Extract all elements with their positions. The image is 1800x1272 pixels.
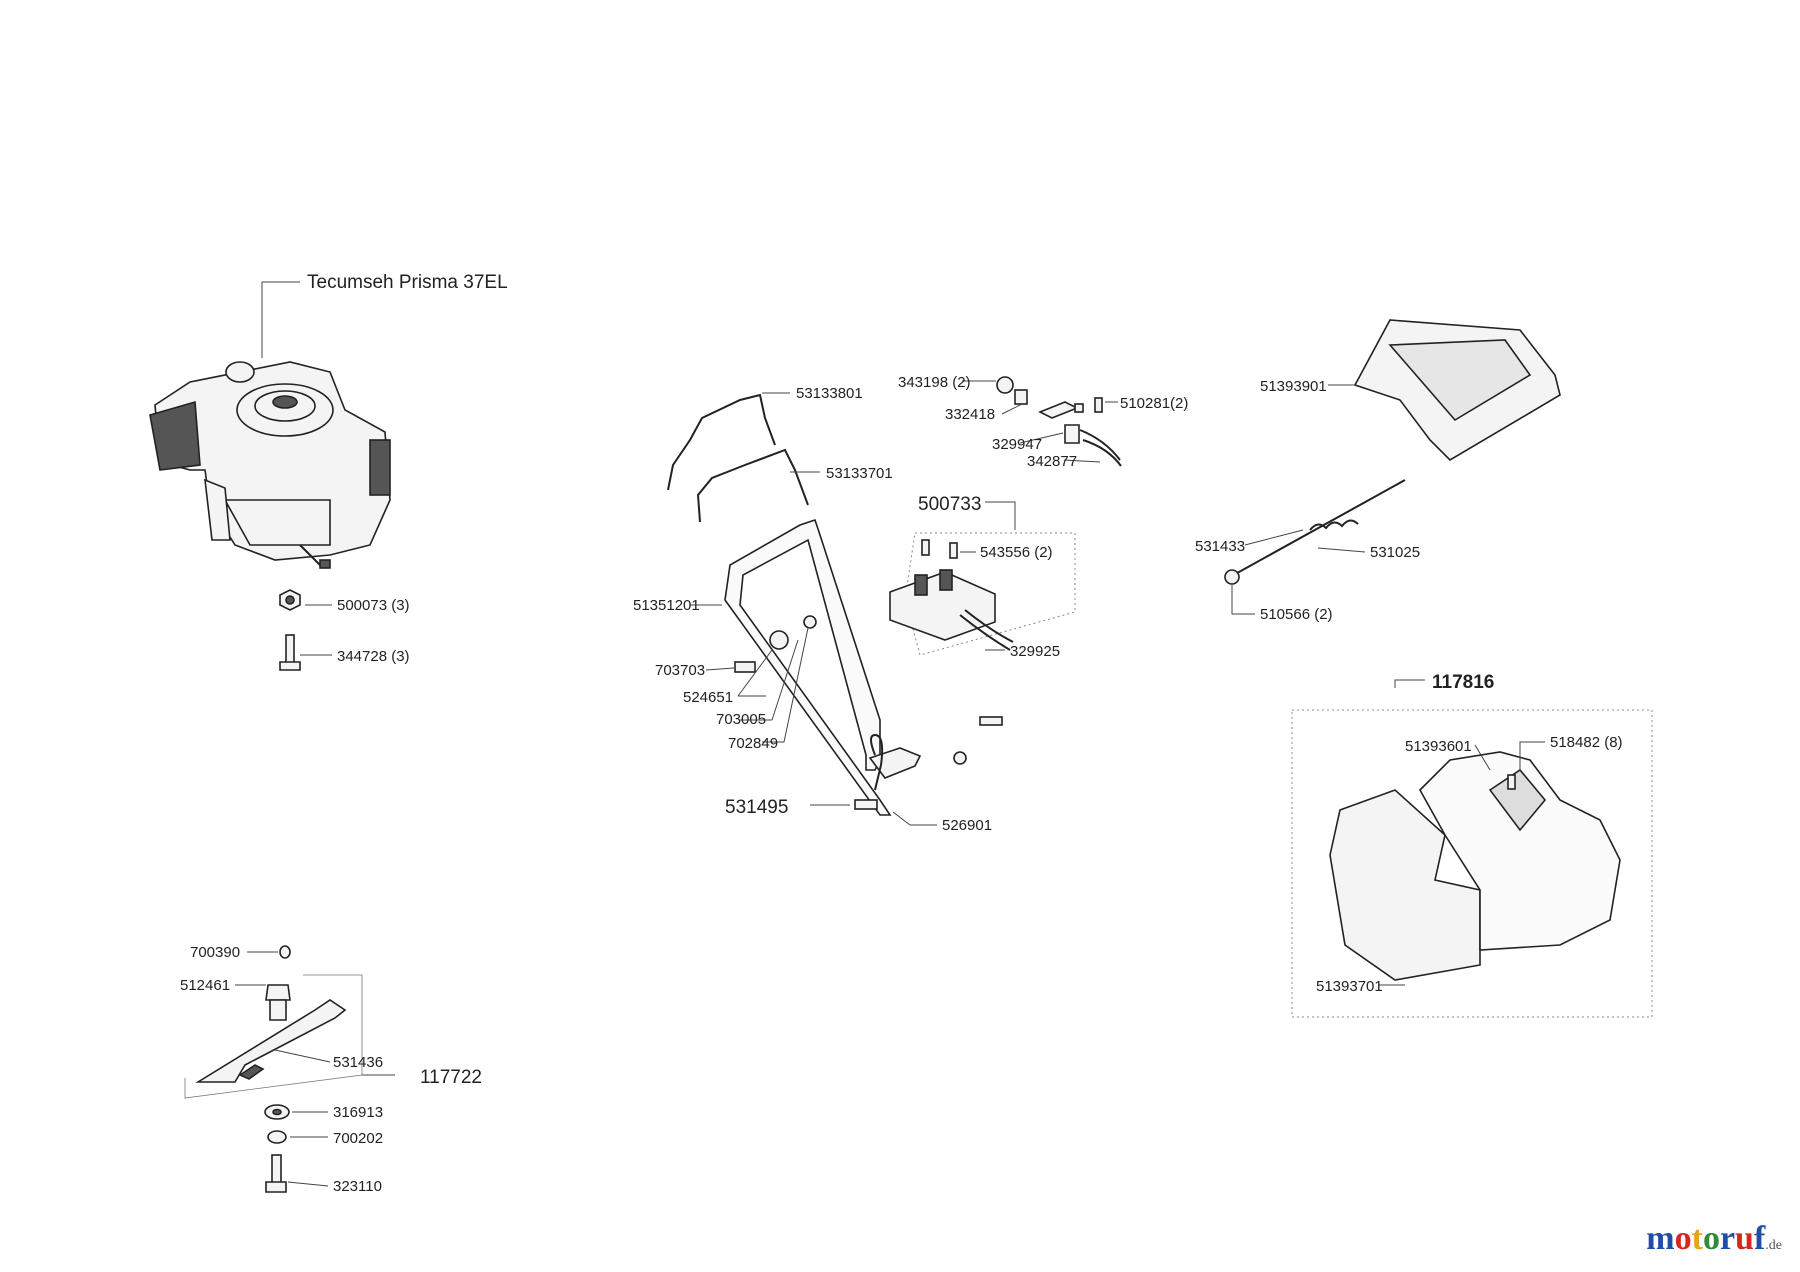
label-342877: 342877 xyxy=(1027,453,1077,470)
label-531433: 531433 xyxy=(1195,538,1245,555)
label-526901: 526901 xyxy=(942,817,992,834)
label-512461: 512461 xyxy=(180,977,230,994)
switch-box-group: 500733 543556 (2) 329925 xyxy=(889,494,1076,660)
label-53133701: 53133701 xyxy=(826,465,893,482)
motoruf-logo: motoruf.de xyxy=(1646,1220,1782,1258)
logo-letter: t xyxy=(1691,1220,1703,1257)
handle-assembly: 53133801 53133701 51351201 703703 524651… xyxy=(633,385,1003,834)
engine-title: Tecumseh Prisma 37EL xyxy=(307,272,508,293)
label-316913: 316913 xyxy=(333,1104,383,1121)
label-510566: 510566 (2) xyxy=(1260,606,1333,623)
blade-assembly: 700390 512461 531436 117722 316913 70020… xyxy=(180,944,482,1195)
label-51393601: 51393601 xyxy=(1405,738,1472,755)
label-702849: 702849 xyxy=(728,735,778,752)
label-332418: 332418 xyxy=(945,406,995,423)
label-518482: 518482 (8) xyxy=(1550,734,1623,751)
logo-domain-suffix: .de xyxy=(1765,1238,1782,1253)
logo-letter: r xyxy=(1719,1220,1736,1257)
label-343198: 343198 (2) xyxy=(898,374,971,391)
label-500073: 500073 (3) xyxy=(337,597,410,614)
engine-assembly: Tecumseh Prisma 37EL xyxy=(149,272,508,569)
label-117816: 117816 xyxy=(1432,672,1494,693)
label-329947: 329947 xyxy=(992,436,1042,453)
label-51351201: 51351201 xyxy=(633,597,700,614)
engine-fasteners: 500073 (3) 344728 (3) xyxy=(279,589,410,671)
label-510281: 510281(2) xyxy=(1120,395,1188,412)
logo-letter: u xyxy=(1735,1220,1754,1257)
label-53133801: 53133801 xyxy=(796,385,863,402)
label-700390: 700390 xyxy=(190,944,240,961)
label-700202: 700202 xyxy=(333,1130,383,1147)
logo-letter: f xyxy=(1753,1220,1766,1257)
label-531436: 531436 xyxy=(333,1054,383,1071)
logo-letter: o xyxy=(1702,1220,1720,1257)
label-531025: 531025 xyxy=(1370,544,1420,561)
label-323110: 323110 xyxy=(333,1178,382,1195)
logo-letter: o xyxy=(1674,1220,1692,1257)
label-500733: 500733 xyxy=(918,494,981,515)
switch-parts: 343198 (2) 332418 510281(2) 329947 34287… xyxy=(898,374,1188,470)
label-703005: 703005 xyxy=(716,711,766,728)
logo-letter: m xyxy=(1646,1220,1675,1257)
label-344728: 344728 (3) xyxy=(337,648,410,665)
label-329925: 329925 xyxy=(1010,643,1060,660)
label-531495: 531495 xyxy=(725,797,788,818)
rear-flap-assembly: 51393901 531433 531025 510566 (2) xyxy=(1195,319,1561,623)
label-524651: 524651 xyxy=(683,689,733,706)
label-51393901: 51393901 xyxy=(1260,378,1327,395)
grass-catcher-assembly: 117816 51393601 518482 (8) 51393701 xyxy=(1291,672,1653,1018)
label-51393701: 51393701 xyxy=(1316,978,1383,995)
label-543556: 543556 (2) xyxy=(980,544,1053,561)
label-117722: 117722 xyxy=(420,1067,482,1088)
label-703703: 703703 xyxy=(655,662,705,679)
